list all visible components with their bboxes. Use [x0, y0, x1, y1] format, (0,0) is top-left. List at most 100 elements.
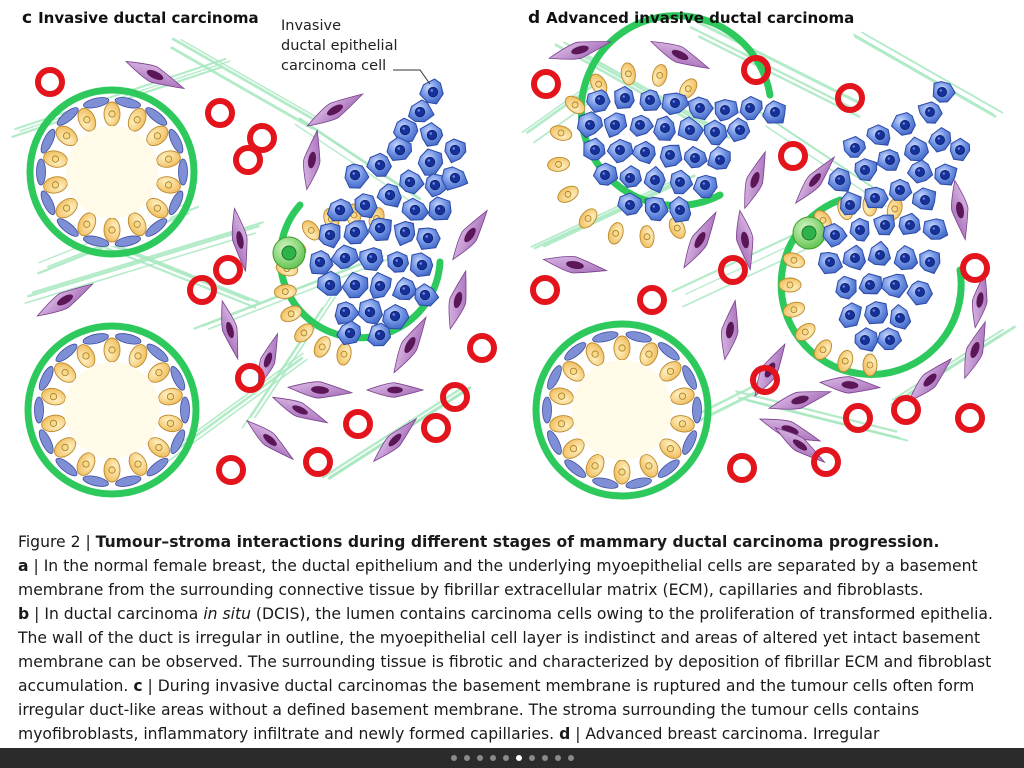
fibroblast [303, 129, 321, 191]
myoepithelial-cell [625, 477, 652, 489]
myoepithelial-cell [40, 190, 56, 216]
nucleus-highlight [327, 232, 330, 235]
luminal-cell-nucleus [307, 226, 315, 234]
nucleus-highlight [392, 313, 395, 316]
caption-c-text: | During invasive ductal carcinomas the … [18, 677, 975, 743]
capillary [891, 395, 921, 425]
carcinoma-cell-nucleus [937, 87, 947, 97]
carcinoma-duct-d-right [777, 193, 965, 378]
ecm-fibre [853, 35, 997, 118]
nucleus-highlight [395, 259, 398, 262]
fibroblast-nucleus [694, 232, 706, 248]
carcinoma-cell-nucleus [935, 135, 945, 145]
nucleus-highlight [847, 312, 850, 315]
page-dot-6[interactable] [515, 755, 522, 761]
fibroblast-nucleus [970, 342, 980, 358]
luminal-cell-nucleus [891, 205, 899, 213]
carcinoma-cell-nucleus [660, 123, 670, 133]
carcinoma-cell-nucleus [675, 177, 685, 187]
carcinoma-cell-nucleus [334, 204, 346, 216]
page-dot-4[interactable] [489, 755, 496, 761]
luminal-cell-nucleus [591, 350, 599, 358]
ducts-layer [24, 12, 965, 500]
capillary [637, 285, 667, 315]
luminal-cell-nucleus [584, 215, 592, 222]
luminal-cell-nucleus [51, 181, 60, 189]
carcinoma-cell-nucleus [419, 289, 431, 301]
nucleus-highlight [437, 207, 440, 210]
carcinoma-cell-nucleus [344, 327, 356, 339]
fibroblast [907, 357, 953, 403]
fibroblast [124, 60, 186, 90]
myoepithelial-cell [56, 218, 79, 237]
nucleus-highlight [342, 255, 345, 258]
fibroblast-nucleus [146, 69, 164, 81]
page-dot-5[interactable] [502, 755, 509, 761]
caption-figure-label: Figure 2 | [18, 533, 96, 551]
page-dot-8[interactable] [541, 755, 548, 761]
nucleus-highlight [317, 259, 320, 262]
duct-lumen [66, 126, 158, 218]
fibroblast-nucleus [792, 439, 808, 451]
page-dot-10[interactable] [567, 755, 574, 761]
capillary [750, 365, 780, 395]
luminal-cell-nucleus [108, 466, 116, 474]
nucleus-highlight [419, 262, 422, 265]
myoepithelial-cell [145, 218, 168, 237]
carcinoma-cell-nucleus [710, 127, 720, 137]
nucleus-highlight [647, 97, 650, 100]
fibroblast [306, 93, 364, 127]
luminal-cell-nucleus [82, 352, 90, 360]
carcinoma-cell-nucleus [695, 103, 705, 113]
page-dot-3[interactable] [476, 755, 483, 761]
nucleus-highlight [907, 222, 910, 225]
nucleus-highlight [352, 282, 355, 285]
myoepithelial-cell [115, 333, 142, 345]
nucleus-highlight [927, 109, 930, 112]
nucleus-highlight [717, 157, 720, 160]
capillary [741, 55, 771, 85]
luminal-cell-nucleus [612, 229, 620, 237]
carcinoma-cell-nucleus [389, 310, 401, 322]
nucleus-highlight [412, 207, 415, 210]
nucleus-highlight [667, 152, 670, 155]
carcinoma-cell-nucleus [895, 313, 905, 323]
luminal-cell-nucleus [569, 367, 578, 375]
page-dot-9[interactable] [554, 755, 561, 761]
myoepithelial-cell [36, 158, 46, 186]
carcinoma-cell-nucleus [620, 93, 630, 103]
carcinoma-cell-nucleus [845, 310, 855, 320]
capillary [530, 275, 560, 305]
fibroblast-nucleus [226, 321, 234, 339]
luminal-cell-nucleus [678, 392, 687, 400]
fibroblast [448, 269, 467, 331]
carcinoma-cell-nucleus [735, 125, 745, 135]
carcinoma-cell-nucleus [875, 130, 885, 140]
carcinoma-cell-nucleus [885, 335, 895, 345]
nucleus-highlight [327, 282, 330, 285]
normal-duct-d-bottom [532, 320, 712, 500]
carcinoma-cell-nucleus [349, 226, 361, 238]
luminal-cell-nucleus [557, 129, 565, 137]
fibroblast [964, 320, 986, 380]
luminal-cell-nucleus [133, 220, 141, 228]
carcinoma-cell-nucleus [720, 105, 730, 115]
carcinoma-cell-nucleus [422, 232, 434, 244]
nucleus-highlight [697, 105, 700, 108]
luminal-cell-nucleus [618, 468, 626, 476]
nucleus-highlight [857, 227, 860, 230]
myoepithelial-cell [55, 457, 78, 477]
luminal-cell-nucleus [108, 346, 116, 354]
carcinoma-cell-nucleus [600, 170, 610, 180]
capillary [835, 83, 865, 113]
page-dot-1[interactable] [450, 755, 457, 761]
page-dot-2[interactable] [463, 755, 470, 761]
caption-b-label: b [18, 605, 30, 623]
myoepithelial-cell [547, 430, 562, 455]
nucleus-highlight [722, 107, 725, 110]
carcinoma-cell-nucleus [314, 256, 326, 268]
page-dot-7[interactable] [528, 755, 535, 761]
carcinoma-cell-nucleus [374, 222, 386, 234]
carcinoma-cell-nucleus [860, 165, 870, 175]
carcinoma-cell-nucleus [645, 95, 655, 105]
